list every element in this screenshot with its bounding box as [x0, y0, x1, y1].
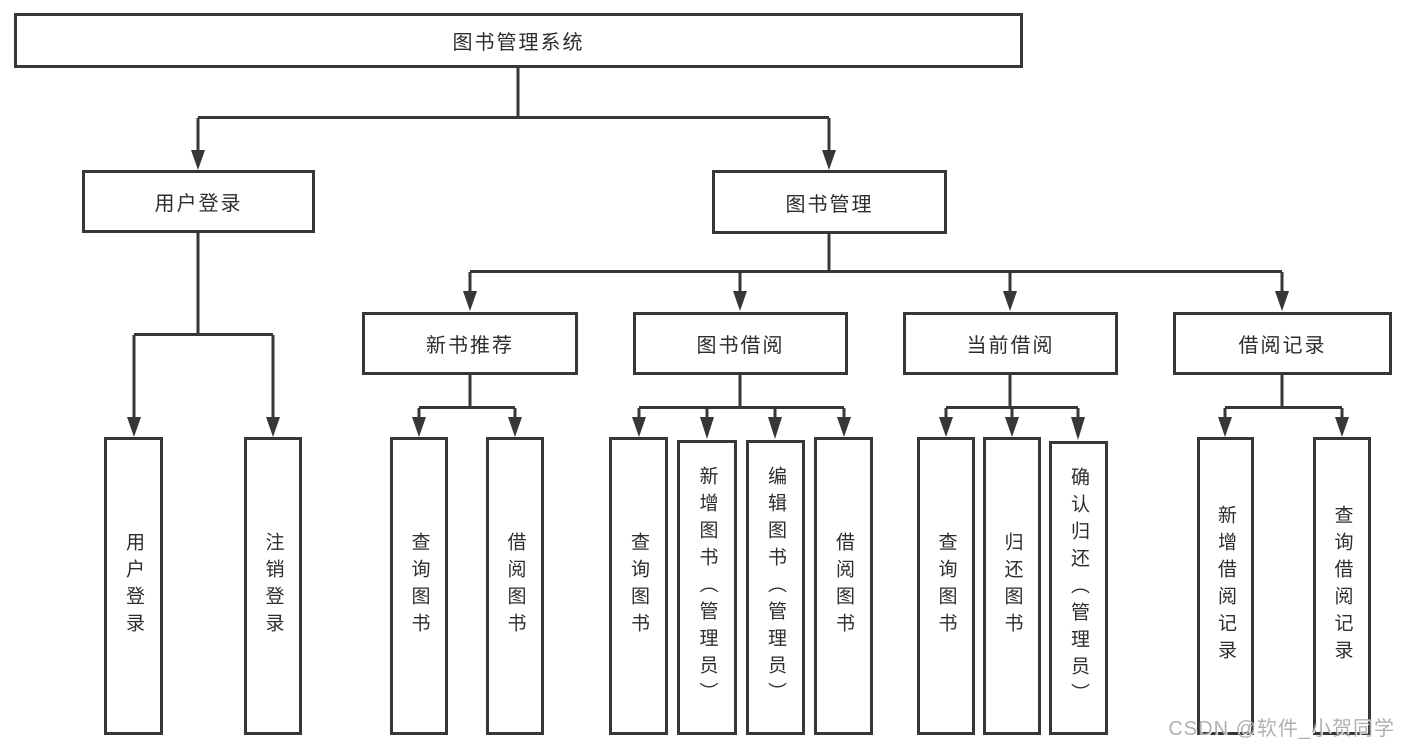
watermark: CSDN @软件_小贺同学 [1168, 718, 1395, 740]
leaf-edit-book-admin: 编辑图书（管理员） [746, 440, 805, 735]
leaf-query-book: 查询图书 [609, 437, 668, 735]
connector-new-book-group [417, 375, 517, 419]
leaf-borrow-book: 借阅图书 [486, 437, 544, 735]
connector-book-management-group [468, 234, 1284, 294]
leaf-user-login: 用户登录 [104, 437, 163, 735]
leaf-add-book-admin: 新增图书（管理员） [677, 440, 737, 735]
node-new-book-recommend: 新书推荐 [362, 312, 578, 375]
leaf-borrow-book: 借阅图书 [814, 437, 873, 735]
connector-current-borrow-group [944, 375, 1080, 419]
node-user-login: 用户登录 [82, 170, 315, 233]
leaf-add-borrow-record: 新增借阅记录 [1197, 437, 1254, 735]
node-borrow-records: 借阅记录 [1173, 312, 1392, 375]
leaf-query-borrow-record: 查询借阅记录 [1313, 437, 1371, 735]
node-current-borrow: 当前借阅 [903, 312, 1118, 375]
connector-borrow-record-group [1223, 375, 1344, 419]
leaf-confirm-return-admin: 确认归还（管理员） [1049, 441, 1108, 735]
leaf-return-book: 归还图书 [983, 437, 1041, 735]
leaf-query-book: 查询图书 [917, 437, 975, 735]
connector-root-stem [196, 68, 831, 152]
node-root-system: 图书管理系统 [14, 13, 1023, 68]
connector-book-borrow-group [637, 375, 846, 419]
leaf-query-book: 查询图书 [390, 437, 448, 735]
connector-user-login-group [132, 233, 275, 419]
node-book-management: 图书管理 [712, 170, 947, 234]
node-book-borrow: 图书借阅 [633, 312, 848, 375]
leaf-logout: 注销登录 [244, 437, 302, 735]
